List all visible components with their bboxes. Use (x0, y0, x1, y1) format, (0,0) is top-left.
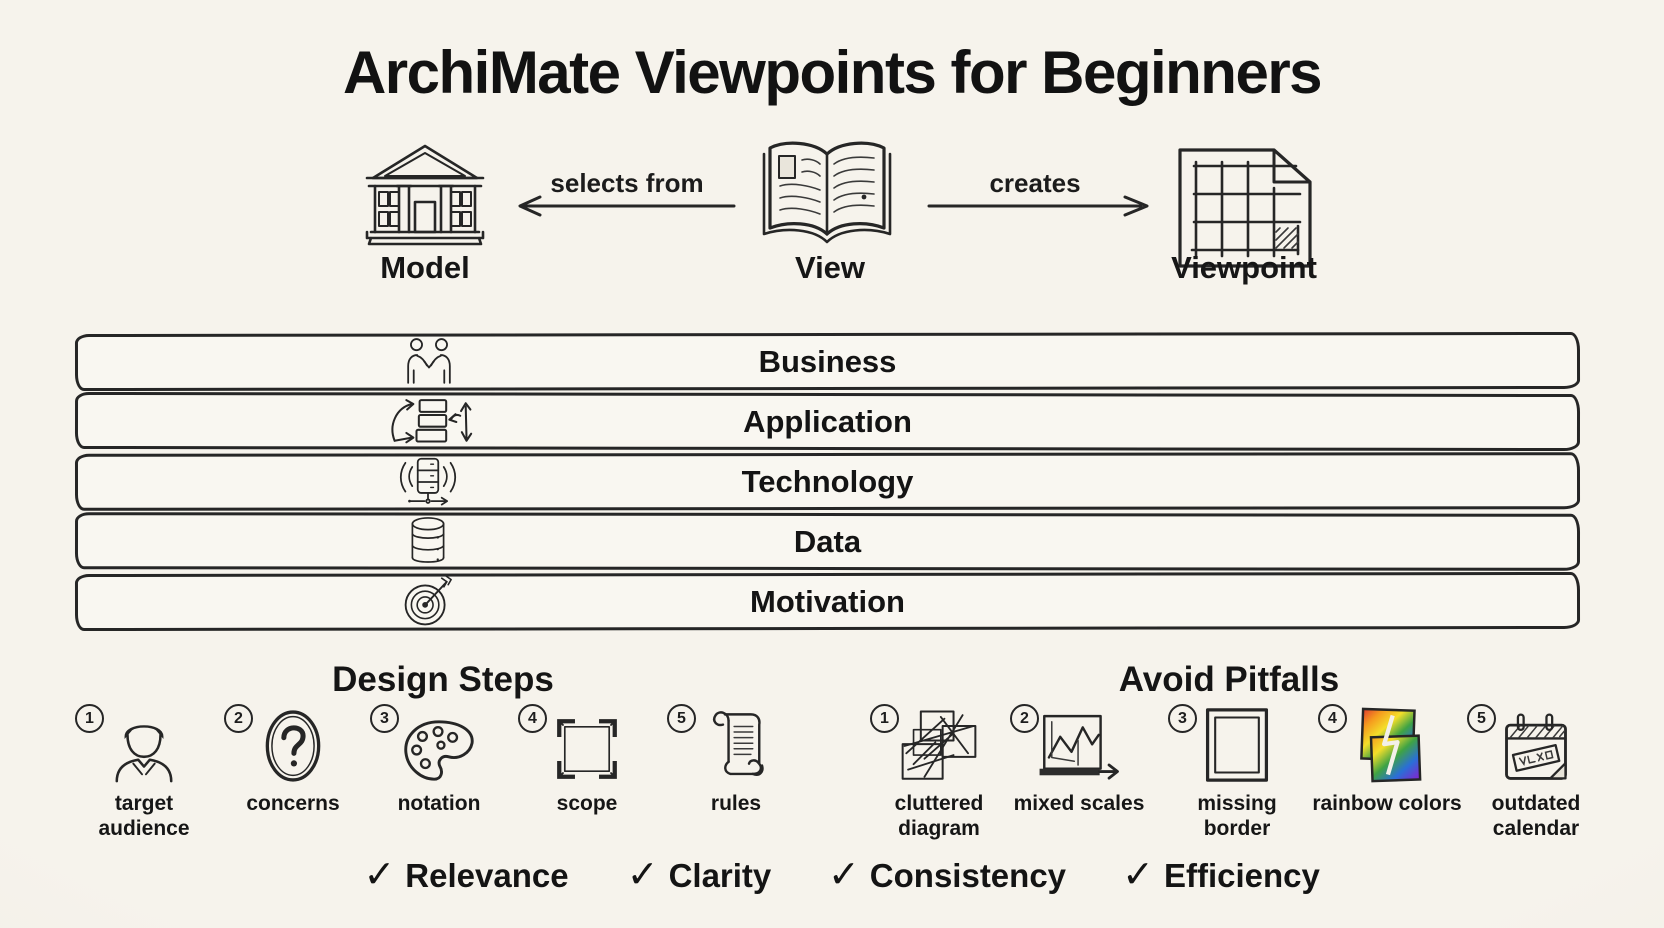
pitfall-rainbow-colors: 4 (1312, 702, 1462, 817)
step-label: concerns (246, 792, 340, 815)
pitfall-outdated-calendar: 5 outdated calendar (1461, 702, 1611, 842)
server-signal-icon (375, 455, 481, 508)
person-icon (69, 702, 219, 786)
step-number-badge: 2 (224, 704, 253, 733)
design-step-concerns: 2 concerns (218, 702, 368, 817)
selects-from-arrow (512, 193, 740, 224)
step-label: scope (556, 792, 618, 815)
cluttered-diagram-icon (864, 702, 1014, 786)
step-number-badge: 5 (667, 704, 696, 733)
mixed-scales-icon (1004, 702, 1154, 786)
handshake-icon (384, 336, 474, 387)
building-icon (345, 140, 505, 257)
database-icon (398, 515, 458, 568)
pitfall-number-badge: 5 (1467, 704, 1496, 733)
check-icon: ✓ (827, 854, 860, 896)
model-label: Model (380, 250, 470, 285)
target-icon (399, 575, 457, 628)
technology-label: Technology (741, 464, 914, 499)
question-mark-icon (218, 702, 368, 786)
rainbow-swatch-icon (1312, 702, 1462, 786)
design-step-rules: 5 rules (661, 702, 811, 817)
page-title: ArchiMate Viewpoints for Beginners (342, 39, 1323, 106)
pitfall-label: cluttered diagram (894, 792, 984, 840)
check-relevance: ✓Relevance (336, 852, 596, 897)
check-clarity: ✓Clarity (569, 852, 829, 897)
data-label: Data (793, 524, 862, 559)
selection-frame-icon (512, 702, 662, 786)
pitfall-number-badge: 4 (1318, 704, 1347, 733)
pitfall-number-badge: 2 (1010, 704, 1039, 733)
design-steps-heading: Design Steps (332, 660, 554, 699)
design-step-scope: 4 scope (512, 702, 662, 817)
step-number-badge: 4 (518, 704, 547, 733)
pitfall-number-badge: 1 (870, 704, 899, 733)
step-label: target audience (98, 792, 190, 840)
open-book-icon (752, 134, 902, 257)
viewpoint-label: Viewpoint (1171, 250, 1317, 285)
outdated-calendar-icon (1461, 702, 1611, 786)
step-label: notation (397, 792, 481, 815)
grid-document-icon (1170, 140, 1316, 279)
check-label: Relevance (405, 857, 569, 894)
step-label: rules (710, 792, 762, 815)
pitfall-label: outdated calendar (1491, 792, 1581, 840)
creates-label: creates (989, 168, 1081, 198)
pitfall-label: rainbow colors (1312, 792, 1462, 815)
application-label: Application (743, 404, 912, 439)
step-number-badge: 3 (370, 704, 399, 733)
view-label: View (794, 250, 866, 285)
creates-arrow (925, 193, 1155, 224)
design-step-target-audience: 1 target audience (69, 702, 219, 842)
avoid-pitfalls-heading: Avoid Pitfalls (1118, 660, 1340, 699)
selects-from-label: selects from (550, 168, 704, 198)
check-consistency: ✓Consistency (817, 852, 1077, 897)
pitfall-number-badge: 3 (1168, 704, 1197, 733)
pitfall-mixed-scales: 2 mixed scales (1004, 702, 1154, 817)
check-label: Clarity (668, 857, 772, 894)
pitfall-missing-border: 3 missing border (1162, 702, 1312, 842)
check-icon: ✓ (1122, 854, 1154, 896)
check-label: Consistency (869, 857, 1067, 894)
step-number-badge: 1 (75, 704, 104, 733)
application-flow-icon (372, 396, 486, 447)
scroll-icon (661, 702, 811, 786)
check-efficiency: ✓Efficiency (1091, 852, 1351, 897)
motivation-label: Motivation (750, 584, 905, 619)
pitfall-cluttered-diagram: 1 cluttered diagram (864, 702, 1014, 842)
palette-icon (364, 702, 514, 786)
pitfall-label: missing border (1197, 792, 1277, 840)
check-label: Efficiency (1163, 857, 1320, 894)
business-label: Business (758, 344, 897, 379)
missing-border-icon (1162, 702, 1312, 786)
pitfall-label: mixed scales (1013, 792, 1145, 815)
check-icon: ✓ (363, 854, 396, 896)
check-icon: ✓ (626, 854, 659, 896)
design-step-notation: 3 notation (364, 702, 514, 817)
